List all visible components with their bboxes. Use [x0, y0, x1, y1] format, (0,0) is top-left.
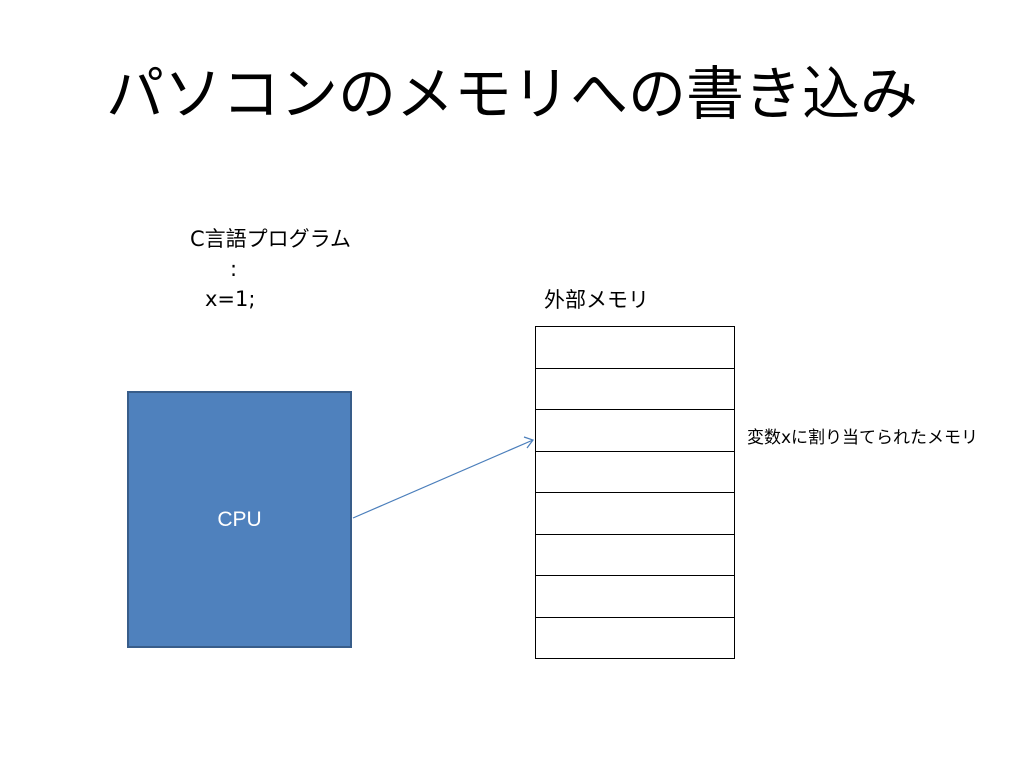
program-statement: x=1; — [205, 287, 256, 311]
arrow-head — [523, 436, 534, 449]
program-ellipsis: : — [230, 257, 238, 281]
memory-cell — [536, 535, 734, 576]
memory-label: 外部メモリ — [544, 288, 649, 312]
memory-cell — [536, 493, 734, 535]
memory-cell — [536, 369, 734, 410]
program-block: C言語プログラム : x=1; — [190, 224, 390, 314]
memory-cell — [536, 452, 734, 493]
cpu-box: CPU — [127, 391, 352, 648]
memory-cell — [536, 327, 734, 369]
memory-block — [535, 326, 735, 659]
memory-cell — [536, 618, 734, 659]
memory-cell-variable-x — [536, 410, 734, 452]
cpu-label: CPU — [217, 507, 262, 531]
arrow-line — [352, 439, 534, 519]
slide-title: パソコンのメモリへの書き込み — [105, 60, 918, 128]
variable-memory-label: 変数xに割り当てられたメモリ — [747, 428, 979, 448]
program-heading: C言語プログラム — [190, 227, 352, 251]
memory-cell — [536, 576, 734, 618]
